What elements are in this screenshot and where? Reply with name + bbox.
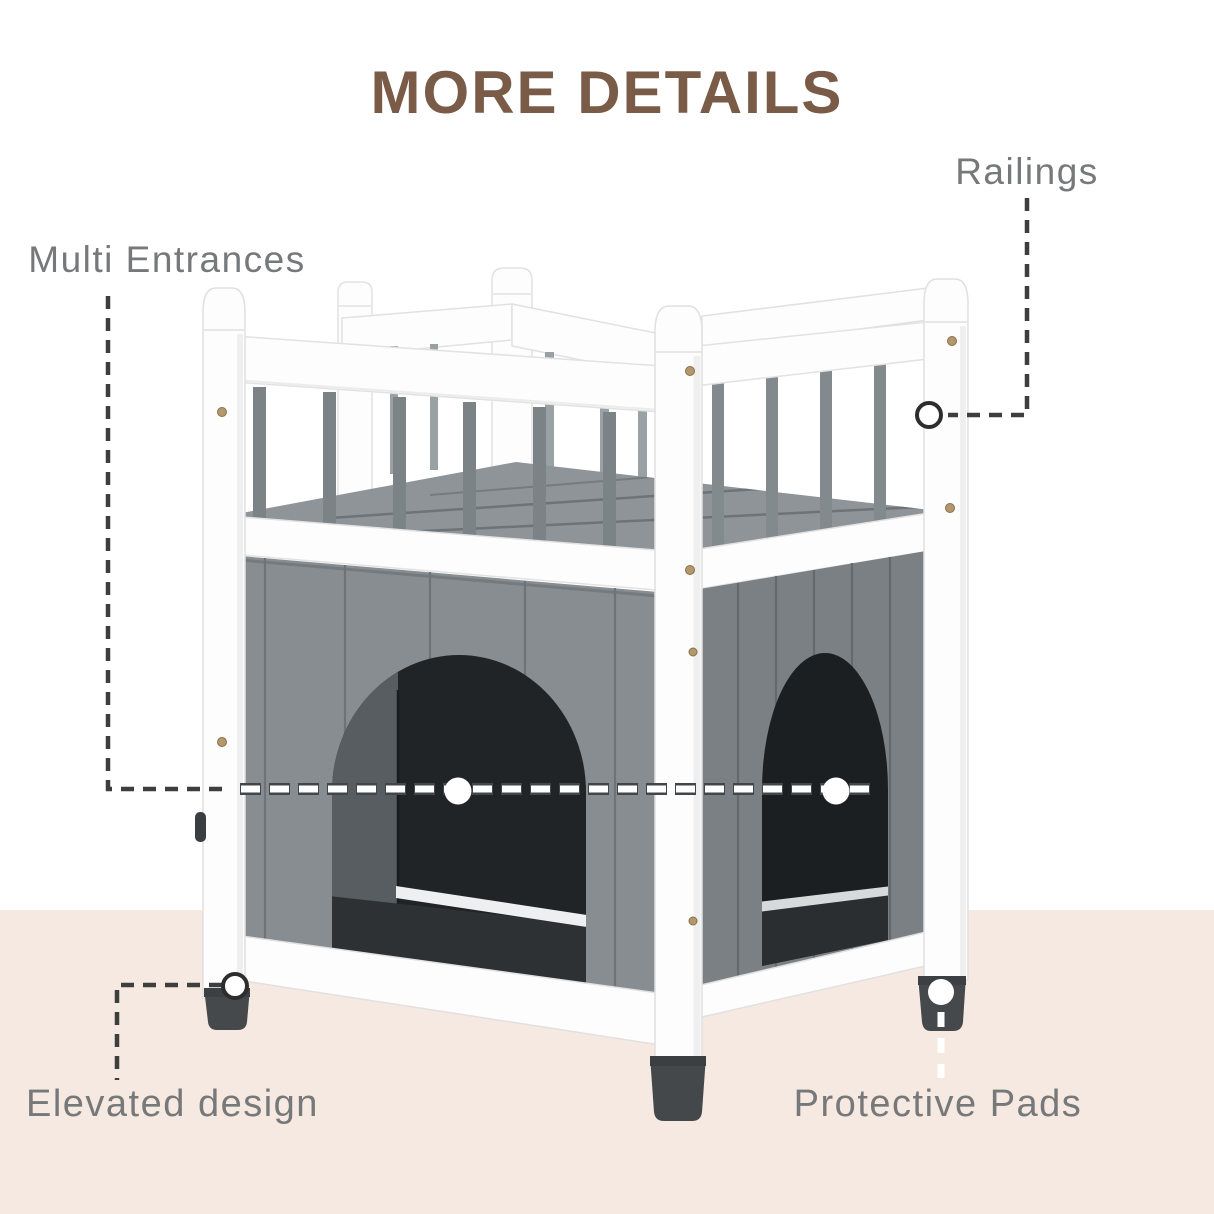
balcony-balusters-front [253, 387, 616, 553]
corner-posts [202, 278, 969, 1063]
callout-label-protective-pads: Protective Pads [793, 1083, 1083, 1125]
near-foot-pad [650, 1056, 706, 1121]
callout-label-railings: Railings [955, 151, 1099, 192]
protective-pads-marker [928, 979, 954, 1005]
elevated-design-marker [221, 972, 249, 1000]
railings-marker [915, 401, 943, 429]
balcony-balusters-side [712, 364, 886, 551]
page-title: MORE DETAILS [370, 59, 844, 126]
screws [217, 336, 957, 926]
side-entrance [762, 653, 888, 966]
multi-entrances-callout-line [105, 296, 878, 805]
side-entrance-marker [822, 777, 850, 805]
front-entrance-marker [444, 777, 472, 805]
latch-detail [195, 812, 206, 842]
near-post [654, 305, 703, 1063]
callout-label-multi-entrances: Multi Entrances [28, 239, 306, 280]
callout-label-elevated-design: Elevated design [26, 1083, 319, 1125]
right-post [923, 278, 969, 981]
railings-callout-line [915, 198, 1030, 429]
left-post [202, 287, 246, 999]
elevated-design-callout-line [114, 972, 249, 1080]
protective-pads-callout-line [928, 979, 954, 1078]
